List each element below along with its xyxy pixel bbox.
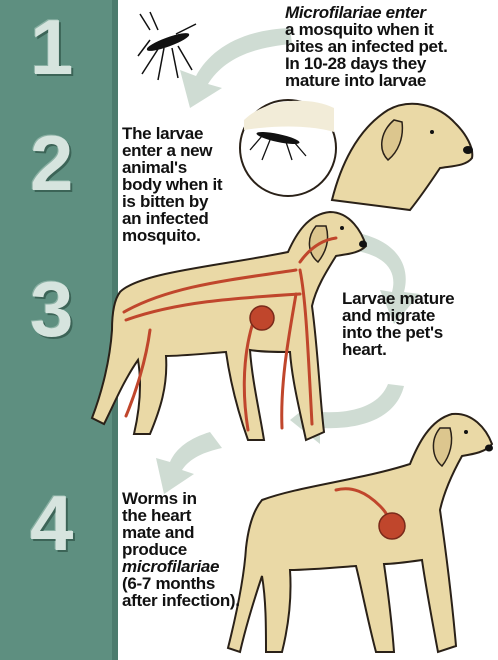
step-3-line-1: Larvae mature bbox=[342, 290, 454, 307]
step-4-line-4: produce bbox=[122, 541, 240, 558]
heart-icon bbox=[379, 513, 405, 539]
step-4-line-6: (6-7 months bbox=[122, 575, 240, 592]
step-4-caption: Worms in the heart mate and produce micr… bbox=[122, 490, 240, 609]
step-1-line-4: In 10-28 days they bbox=[285, 55, 448, 72]
heart-icon bbox=[250, 306, 274, 330]
step-2-line-5: is bitten by bbox=[122, 193, 222, 210]
step-3-caption: Larvae mature and migrate into the pet's… bbox=[342, 290, 454, 358]
mosquito-icon bbox=[138, 12, 196, 80]
step-1-caption: Microfilariae enter a mosquito when it b… bbox=[285, 4, 448, 89]
dog-head-icon bbox=[332, 104, 473, 210]
step-4-line-7: after infection). bbox=[122, 592, 240, 609]
step-3-line-4: heart. bbox=[342, 341, 454, 358]
step-2-line-6: an infected bbox=[122, 210, 222, 227]
step-1-line-2: a mosquito when it bbox=[285, 21, 448, 38]
step-3-line-2: and migrate bbox=[342, 307, 454, 324]
step-4-line-3: mate and bbox=[122, 524, 240, 541]
step-2-line-4: body when it bbox=[122, 176, 222, 193]
step-4-line-2: the heart bbox=[122, 507, 240, 524]
step-4-line-1: Worms in bbox=[122, 490, 240, 507]
step-2-line-2: enter a new bbox=[122, 142, 222, 159]
dog-icon bbox=[92, 212, 367, 440]
step-2-line-3: animal's bbox=[122, 159, 222, 176]
step-2-line-7: mosquito. bbox=[122, 227, 222, 244]
step-1-line-1: Microfilariae enter bbox=[285, 4, 448, 21]
step-2-caption: The larvae enter a new animal's body whe… bbox=[122, 125, 222, 244]
step-2-line-1: The larvae bbox=[122, 125, 222, 142]
step-1-line-5: mature into larvae bbox=[285, 72, 448, 89]
step-1-line-3: bites an infected pet. bbox=[285, 38, 448, 55]
step-3-line-3: into the pet's bbox=[342, 324, 454, 341]
magnifier-icon bbox=[240, 100, 336, 196]
step-4-line-5: microfilariae bbox=[122, 558, 240, 575]
dog-icon bbox=[228, 414, 493, 652]
